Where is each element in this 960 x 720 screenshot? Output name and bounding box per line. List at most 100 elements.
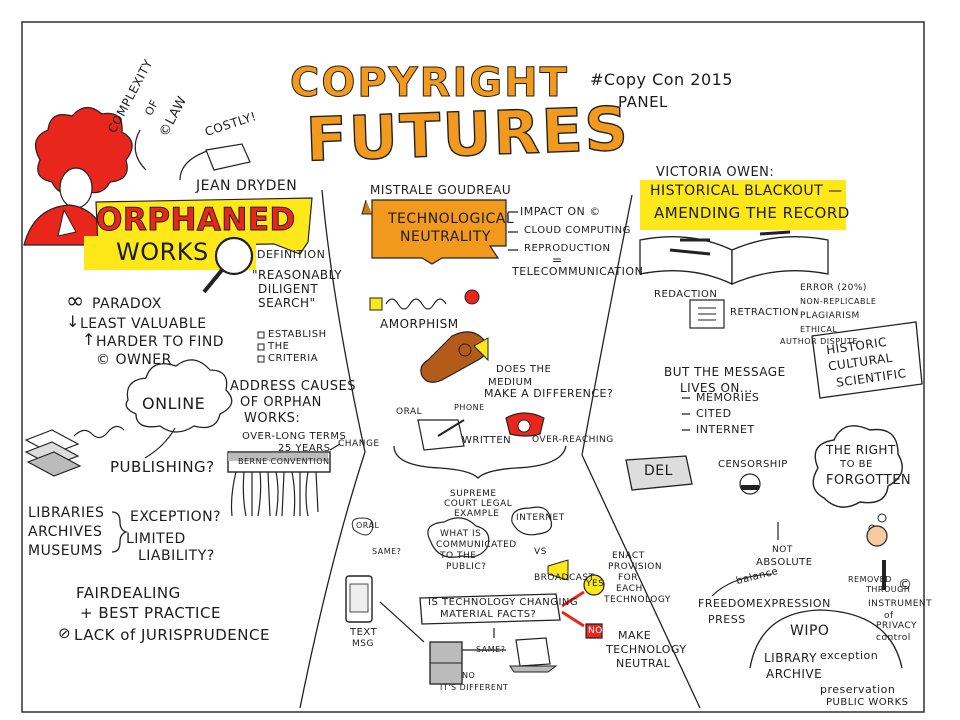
wipo-label: WIPO <box>790 623 830 639</box>
title-copyright: COPYRIGHT <box>290 60 569 106</box>
no-badge: NO <box>588 626 603 636</box>
but-message-2: LIVES ON... <box>680 381 753 395</box>
open-book-icon <box>639 230 829 286</box>
same-label-2: SAME? <box>476 645 506 654</box>
amending-label: AMENDING THE RECORD <box>654 204 850 222</box>
freedom-label: FREEDOM <box>698 597 756 610</box>
no-diff-1: NO <box>462 671 476 680</box>
enact-5: TECHNOLOGY <box>604 595 671 605</box>
tech-neutrality-banner <box>371 199 507 265</box>
enact-2: PROVISION <box>608 562 663 572</box>
impact-label: IMPACT ON © <box>520 205 601 218</box>
enact-3: FOR <box>618 573 639 583</box>
question-line2: MATERIAL FACTS? <box>440 609 537 620</box>
amending-highlight <box>640 180 846 230</box>
online-cloud <box>125 359 233 433</box>
owner-label: © OWNER <box>96 352 172 368</box>
address-causes-2: OF ORPHAN <box>240 395 322 410</box>
oral-bubble-label: ORAL <box>356 521 380 530</box>
speaker-victoria: VICTORIA OWEN: <box>656 165 775 180</box>
works-title: WORKS <box>116 238 209 266</box>
archives-label: ARCHIVES <box>28 524 103 540</box>
telephone-icon <box>505 412 545 437</box>
right-forgotten-3: FORGOTTEN <box>826 473 912 488</box>
enact-4: EACH <box>616 584 643 594</box>
title-futures: FUTURES <box>304 94 631 177</box>
press-label: PRESS <box>708 613 746 626</box>
magnifier-icon <box>202 236 254 294</box>
least-valuable-label: LEAST VALUABLE <box>80 316 207 332</box>
shredder-icon <box>227 451 331 517</box>
definition-label: DEFINITION <box>257 248 326 261</box>
error-label: ERROR (20%) <box>800 283 867 293</box>
what-is-1: WHAT IS <box>440 529 482 539</box>
question-box <box>419 593 561 625</box>
written-label: WRITTEN <box>462 435 512 446</box>
liability-label: LIABILITY? <box>138 548 215 564</box>
what-is-3: TO THE <box>440 551 477 561</box>
museums-label: MUSEUMS <box>28 543 103 559</box>
libraries-label: LIBRARIES <box>28 505 105 521</box>
tech-neutrality-line2: NEUTRALITY <box>400 229 491 245</box>
make-neutral-1: MAKE <box>618 629 652 642</box>
does-label: DOES THE <box>496 364 552 375</box>
yes-badge: YES <box>586 579 605 589</box>
removed-1: REMOVED <box>848 575 892 584</box>
make-neutral-2: TECHNOLOGY <box>606 643 687 656</box>
right-forgotten-cloud <box>812 425 903 508</box>
question-line1: IS TECHNOLOGY CHANGING <box>428 597 579 608</box>
text-msg-1: TEXT <box>350 627 378 638</box>
not-absolute-1: NOT <box>772 545 793 555</box>
cited-label: CITED <box>696 407 732 420</box>
best-practice-label: + BEST PRACTICE <box>80 604 221 622</box>
exception-label: EXCEPTION? <box>130 509 222 525</box>
instrument-4: control <box>876 633 911 643</box>
what-is-4: PUBLIC? <box>446 562 487 572</box>
preservation-label: preservation <box>820 683 896 696</box>
lack-jurisprudence-label: LACK of JURISPRUDENCE <box>74 626 270 644</box>
copyright-circle-icon: © <box>898 577 913 593</box>
search-label: SEARCH" <box>258 296 316 310</box>
reproduction-label: REPRODUCTION <box>524 243 611 254</box>
censorship-label: CENSORSHIP <box>718 459 788 470</box>
plagiarism-label: PLAGIARISM <box>800 311 860 321</box>
not-absolute-2: ABSOLUTE <box>756 557 813 568</box>
phone-label: PHONE <box>454 403 485 412</box>
supreme-court-2: COURT LEGAL <box>444 499 513 509</box>
ethical-label: ETHICAL <box>800 325 838 334</box>
oral-label: ORAL <box>396 407 423 417</box>
supreme-court-3: EXAMPLE <box>454 509 500 519</box>
instrument-3: PRIVACY <box>876 621 918 631</box>
address-causes-3: WORKS: <box>244 411 301 426</box>
speaker-jean-dryden: JEAN DRYDEN <box>196 178 298 194</box>
public-works-label: PUBLIC WORKS <box>826 697 909 708</box>
blackout-label: HISTORICAL BLACKOUT — <box>650 183 843 199</box>
text-msg-2: MSG <box>352 639 374 649</box>
exception-label-right: exception <box>820 649 879 662</box>
instrument-2: of <box>884 611 894 621</box>
harder-label: HARDER TO FIND <box>96 334 225 350</box>
limited-label: LIMITED <box>126 531 186 547</box>
what-is-2: COMMUNICATED <box>436 540 517 550</box>
years-label: 25 YEARS <box>278 443 331 454</box>
nonrep-label: NON-REPLICABLE <box>800 297 877 306</box>
historic-box <box>811 321 923 399</box>
instrument-1: INSTRUMENT <box>868 599 933 609</box>
internet-label: INTERNET <box>696 423 755 436</box>
removed-2: THROUGH <box>866 585 911 594</box>
arm-figure <box>420 331 489 383</box>
panel-label: PANEL <box>618 93 668 111</box>
medium-label: MEDIUM <box>488 377 533 388</box>
mobile-phone-icon <box>345 575 373 623</box>
right-forgotten-2: TO BE <box>840 459 873 470</box>
enact-1: ENACT <box>612 551 645 561</box>
vs-label: VS <box>534 547 547 557</box>
infinity-icon: ∞ <box>66 289 85 314</box>
cloud-label: CLOUD COMPUTING <box>524 225 631 236</box>
right-forgotten-1: THE RIGHT <box>826 443 896 457</box>
internet-bubble-label: INTERNET <box>516 513 565 523</box>
del-label: DEL <box>644 463 673 479</box>
make-neutral-3: NEUTRAL <box>616 657 671 670</box>
establish-label: ESTABLISH <box>268 329 327 340</box>
